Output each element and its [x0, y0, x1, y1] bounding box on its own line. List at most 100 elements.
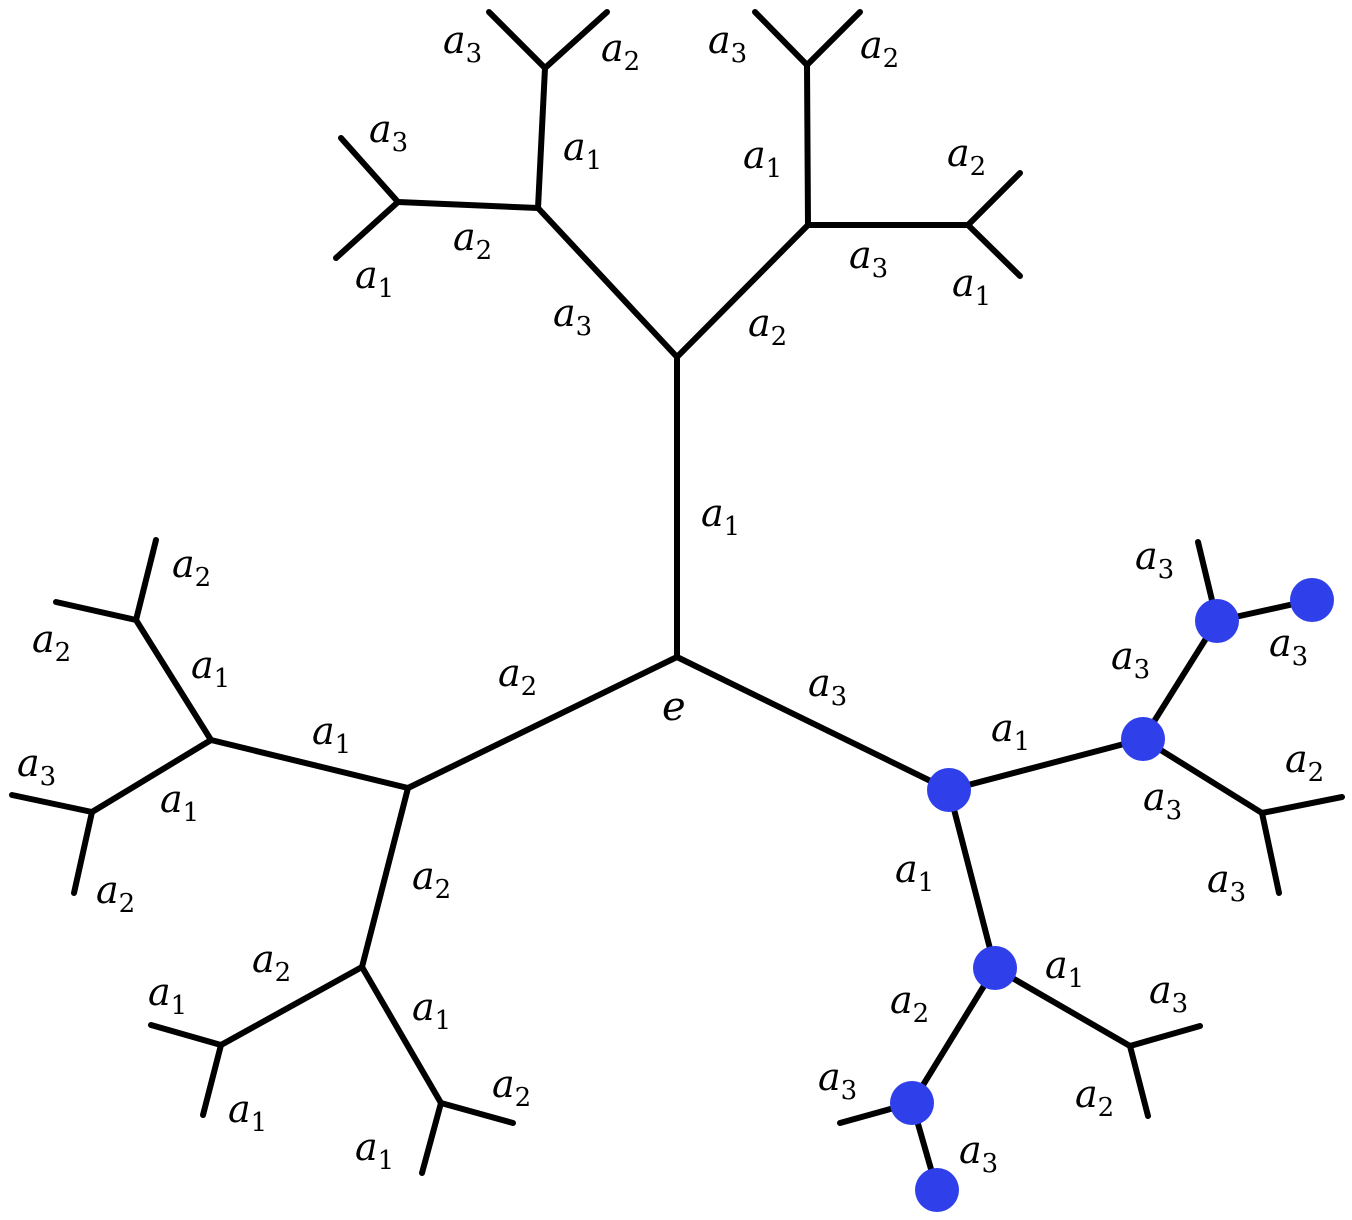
edge-5: [486, 9, 548, 71]
edge-8: [338, 135, 401, 205]
edge-label-t15: a1: [701, 491, 740, 542]
edge-label-t20: a1: [191, 643, 230, 694]
edge-label-t37: a1: [148, 970, 187, 1021]
label-subscript: 2: [119, 889, 136, 919]
edge-label-t40: a3: [818, 1055, 857, 1106]
label-base: a: [743, 133, 766, 177]
label-base: a: [355, 1125, 378, 1169]
label-base: a: [952, 261, 975, 305]
label-base: a: [17, 741, 40, 785]
edge-label-t12: a1: [952, 261, 991, 312]
label-base: a: [1285, 737, 1308, 781]
label-subscript: 1: [1014, 727, 1031, 757]
label-subscript: 3: [982, 1149, 999, 1179]
label-base: a: [412, 854, 435, 898]
label-base: a: [228, 1087, 251, 1131]
label-subscript: 3: [40, 762, 57, 792]
edge-27: [200, 1042, 224, 1118]
label-subscript: 1: [975, 282, 992, 312]
edge-label-t7: a1: [743, 133, 782, 184]
edge-label-t41: a2: [1075, 1072, 1114, 1123]
label-subscript: 3: [1292, 642, 1309, 672]
origin-label: e: [662, 684, 686, 730]
label-subscript: 3: [1134, 655, 1151, 685]
label-base: a: [1135, 534, 1158, 578]
label-base: a: [32, 617, 55, 661]
label-subscript: 3: [1166, 796, 1183, 826]
edge-26: [148, 1022, 224, 1048]
highlighted-vertex-5: [973, 946, 1017, 990]
edge-label-t1: a3: [443, 18, 482, 69]
label-base: a: [312, 709, 335, 753]
edge-label-t14: a2: [748, 301, 787, 352]
label-base: a: [453, 215, 476, 259]
edge-label-t36: a3: [1149, 968, 1188, 1019]
label-base: a: [808, 661, 831, 705]
label-base: a: [252, 937, 275, 981]
label-subscript: 2: [1308, 758, 1325, 788]
edge-label-t19: a3: [1269, 621, 1308, 672]
graph-edges: [9, 9, 1345, 1193]
label-base: a: [96, 868, 119, 912]
label-base: a: [498, 651, 521, 695]
edge-label-t28: a3: [1143, 775, 1182, 826]
edge-11: [752, 9, 810, 68]
label-base: a: [959, 1128, 982, 1172]
edge-label-t25: a1: [991, 706, 1030, 757]
label-subscript: 3: [466, 39, 483, 69]
edge-37: [1259, 794, 1345, 816]
label-base: a: [895, 847, 918, 891]
edge-label-t13: a3: [553, 291, 592, 342]
edge-label-t6: a1: [563, 125, 602, 176]
label-subscript: 2: [913, 999, 930, 1029]
label-base: a: [553, 291, 576, 335]
edge-label-t21: a3: [1111, 634, 1150, 685]
edge-6: [542, 9, 610, 71]
edge-label-t24: a1: [312, 709, 351, 760]
label-subscript: 3: [841, 1076, 858, 1106]
label-base: a: [890, 978, 913, 1022]
highlighted-vertex-7: [915, 1168, 959, 1212]
edge-21: [89, 737, 214, 815]
label-subscript: 2: [435, 875, 452, 905]
label-base: a: [369, 107, 392, 151]
edge-label-t43: a1: [228, 1087, 267, 1138]
edge-label-t39: a1: [412, 985, 451, 1036]
edge-23: [71, 809, 95, 896]
edge-label-t27: a3: [17, 741, 56, 792]
edge-label-t8: a2: [947, 131, 986, 182]
edge-label-t16: a2: [172, 542, 211, 593]
label-base: a: [1045, 943, 1068, 987]
edge-label-t34: a1: [1045, 943, 1084, 994]
edge-12: [804, 9, 863, 68]
edge-16: [405, 654, 680, 791]
label-base: a: [1269, 621, 1292, 665]
edge-41: [1127, 1023, 1203, 1049]
label-subscript: 2: [970, 152, 987, 182]
label-subscript: 1: [918, 868, 935, 898]
label-base: a: [818, 1055, 841, 1099]
highlighted-vertex-4: [1290, 578, 1334, 622]
label-subscript: 2: [521, 672, 538, 702]
edge-label-t18: a2: [32, 617, 71, 668]
edge-24: [359, 785, 411, 970]
edge-29: [438, 1100, 516, 1126]
label-base: a: [1149, 968, 1172, 1012]
label-subscript: 1: [171, 991, 188, 1021]
label-base: a: [849, 233, 872, 277]
edge-20: [133, 537, 159, 623]
label-base: a: [1143, 775, 1166, 819]
edge-30: [419, 1100, 444, 1176]
label-subscript: 3: [1172, 989, 1189, 1019]
edge-label-t45: a1: [355, 1125, 394, 1176]
label-subscript: 2: [1098, 1093, 1115, 1123]
label-subscript: 2: [55, 638, 72, 668]
label-base: a: [160, 777, 183, 821]
label-subscript: 1: [766, 154, 783, 184]
label-base: a: [748, 301, 771, 345]
edge-label-t44: a3: [959, 1128, 998, 1179]
label-subscript: 1: [183, 798, 200, 828]
edge-label-t29: a1: [160, 777, 199, 828]
